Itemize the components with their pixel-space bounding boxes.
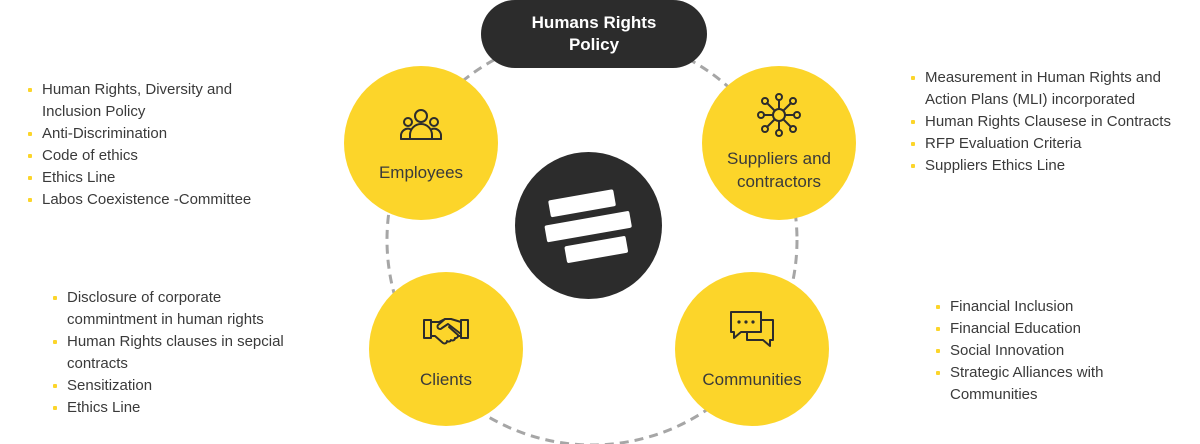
list-item: Anti-Discrimination [28,123,268,145]
suppliers-node: Suppliers and contractors [702,66,856,220]
suppliers-label: Suppliers and contractors [727,149,831,191]
list-item: Disclosure of corporate commintment in h… [53,287,313,331]
list-item: Strategic Alliances with Communities [936,362,1176,406]
communities-label: Communities [702,369,802,389]
list-item: Suppliers Ethics Line [911,155,1196,177]
list-item: Human Rights Clausese in Contracts [911,111,1196,133]
clients-list: Disclosure of corporate commintment in h… [53,287,313,419]
employees-list: Human Rights, Diversity and Inclusion Po… [28,79,268,211]
clients-label: Clients [420,369,472,389]
network-hub-icon [757,93,801,137]
list-item: Labos Coexistence -Committee [28,189,268,211]
employees-node: Employees [344,66,498,220]
list-item: Financial Education [936,318,1176,340]
list-item: Human Rights clauses in sepcial contract… [53,331,313,375]
communities-node: Communities [675,272,829,426]
people-group-icon [400,108,442,140]
handshake-icon [423,317,469,344]
policy-title: Humans Rights Policy [481,0,707,68]
stacked-bars-logo-icon [544,189,632,263]
list-item: RFP Evaluation Criteria [911,133,1196,155]
communities-list: Financial Inclusion Financial Education … [936,296,1176,406]
policy-title-text: Humans Rights Policy [531,13,657,54]
employees-label: Employees [378,162,464,182]
list-item: Ethics Line [53,397,313,419]
list-item: Human Rights, Diversity and Inclusion Po… [28,79,268,123]
list-item: Ethics Line [28,167,268,189]
chat-bubbles-icon [730,310,774,347]
list-item: Measurement in Human Rights and Action P… [911,67,1196,111]
list-item: Social Innovation [936,340,1176,362]
suppliers-list: Measurement in Human Rights and Action P… [911,67,1196,177]
clients-node: Clients [369,272,523,426]
center-logo [515,152,662,299]
list-item: Code of ethics [28,145,268,167]
list-item: Sensitization [53,375,313,397]
list-item: Financial Inclusion [936,296,1176,318]
